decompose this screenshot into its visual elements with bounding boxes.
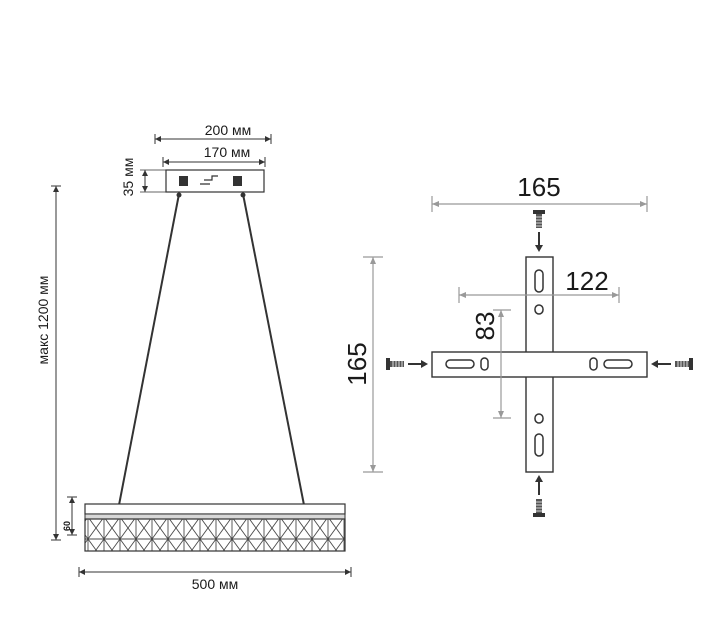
dim-bracket-width: 165	[431, 172, 648, 212]
canopy-cable-clip	[200, 175, 218, 185]
suspension-cable-left	[118, 193, 180, 506]
label-max-height: макс 1200 мм	[35, 276, 51, 365]
bracket-slot-left-long	[445, 359, 475, 369]
screw-right-icon	[651, 358, 693, 370]
dim-bracket-hole-spacing-x: 122	[458, 266, 620, 303]
label-bracket-width: 165	[517, 172, 560, 202]
bracket-slot-top-long	[534, 269, 544, 293]
label-body-height: 60	[62, 521, 72, 531]
dim-canopy-height: 35 мм	[120, 158, 166, 197]
label-canopy-inner-width: 170 мм	[204, 144, 251, 160]
dim-canopy-inner: 170 мм	[162, 144, 266, 167]
bracket-slot-top-short	[534, 304, 544, 315]
mounting-bracket: 165 122 165 83	[342, 172, 693, 517]
screw-top-icon	[533, 210, 545, 252]
dim-bracket-height: 165	[342, 256, 383, 473]
label-canopy-outer-width: 200 мм	[205, 122, 252, 138]
dim-max-height: макс 1200 мм	[35, 185, 61, 541]
bracket-slot-right-long	[603, 359, 633, 369]
label-bracket-height: 165	[342, 342, 372, 385]
label-canopy-height: 35 мм	[120, 158, 136, 197]
bracket-slot-right-short	[589, 357, 598, 371]
cable-anchor-left	[176, 192, 182, 198]
bracket-slot-bottom-short	[534, 413, 544, 424]
luminaire-strip	[84, 513, 346, 520]
suspension-cable-right	[242, 193, 305, 506]
bracket-slot-bottom-long	[534, 433, 544, 457]
dim-body-width: 500 мм	[78, 567, 352, 592]
dim-canopy-outer: 200 мм	[154, 122, 272, 144]
label-bracket-hole-spacing-x: 122	[565, 266, 608, 296]
canopy-screw-right	[233, 176, 242, 186]
screw-left-icon	[386, 358, 428, 370]
luminaire-top-rim	[84, 503, 346, 515]
cable-anchor-right	[240, 192, 246, 198]
label-body-width: 500 мм	[192, 576, 239, 592]
label-bracket-hole-spacing-y: 83	[470, 312, 500, 341]
screw-bottom-icon	[533, 475, 545, 517]
bracket-slot-left-short	[480, 357, 489, 371]
canopy-screw-left	[179, 176, 188, 186]
dim-bracket-hole-spacing-y: 83	[470, 309, 511, 419]
canopy	[165, 169, 265, 193]
dim-body-height: 60	[62, 496, 77, 536]
luminaire-crystal-band	[84, 518, 346, 552]
lamp-elevation: 200 мм 170 мм 35 мм макс 1200 мм	[35, 122, 352, 592]
